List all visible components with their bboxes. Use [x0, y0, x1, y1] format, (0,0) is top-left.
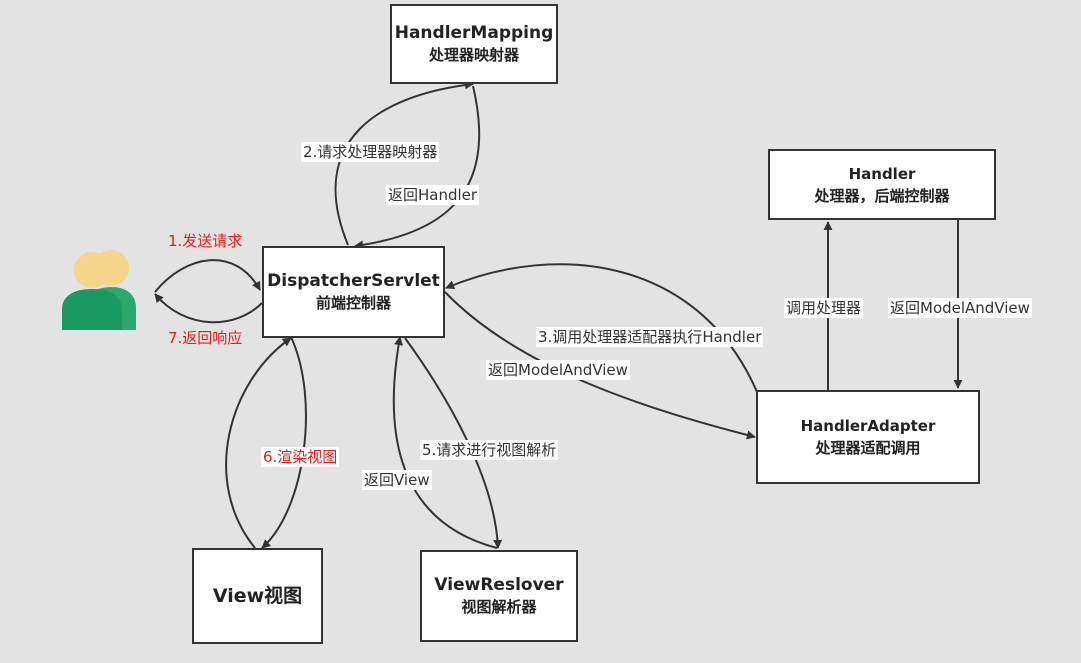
view-box[interactable]: View视图	[192, 548, 323, 644]
view-title: View视图	[212, 585, 303, 607]
label-request-mapping: 2.请求处理器映射器	[301, 142, 440, 162]
label-request-view-resolve: 5.请求进行视图解析	[420, 440, 559, 460]
label-send-request: 1.发送请求	[168, 232, 243, 250]
handler-title: Handler	[848, 164, 916, 183]
edge-return-response	[154, 293, 263, 324]
dispatcher-title: DispatcherServlet	[267, 271, 440, 291]
handler-adapter-subtitle: 处理器适配调用	[815, 439, 921, 457]
label-return-mav-dispatcher: 返回ModelAndView	[486, 360, 630, 380]
edge-render-view	[261, 336, 307, 549]
edge-request-mapping	[334, 80, 474, 246]
label-return-handler: 返回Handler	[386, 185, 480, 205]
edge-send-request	[154, 259, 261, 293]
handler-mapping-title: HandlerMapping	[394, 23, 554, 43]
view-resolver-subtitle: 视图解析器	[461, 598, 537, 616]
view-resolver-box[interactable]: ViewReslover 视图解析器	[420, 550, 578, 642]
label-return-mav-adapter: 返回ModelAndView	[888, 298, 1032, 318]
handler-mapping-box[interactable]: HandlerMapping 处理器映射器	[390, 4, 558, 84]
dispatcher-subtitle: 前端控制器	[315, 294, 391, 312]
label-return-view: 返回View	[362, 470, 432, 490]
handler-mapping-subtitle: 处理器映射器	[428, 46, 519, 64]
handler-adapter-box[interactable]: HandlerAdapter 处理器适配调用	[756, 390, 980, 484]
label-call-handler: 调用处理器	[784, 298, 864, 318]
label-call-adapter: 3.调用处理器适配器执行Handler	[536, 327, 764, 347]
edge-view-return	[225, 337, 292, 549]
edge-return-view	[392, 336, 498, 549]
edge-call-adapter	[444, 291, 756, 440]
label-return-response: 7.返回响应	[168, 329, 243, 347]
handler-box[interactable]: Handler 处理器，后端控制器	[768, 149, 996, 220]
view-resolver-title: ViewReslover	[434, 575, 564, 595]
edge-return-handler	[354, 85, 481, 250]
dispatcher-servlet-box[interactable]: DispatcherServlet 前端控制器	[262, 246, 445, 338]
users-icon	[62, 250, 136, 330]
label-render-view: 6.渲染视图	[261, 447, 340, 467]
handler-subtitle: 处理器，后端控制器	[814, 186, 950, 205]
handler-adapter-title: HandlerAdapter	[800, 417, 936, 435]
